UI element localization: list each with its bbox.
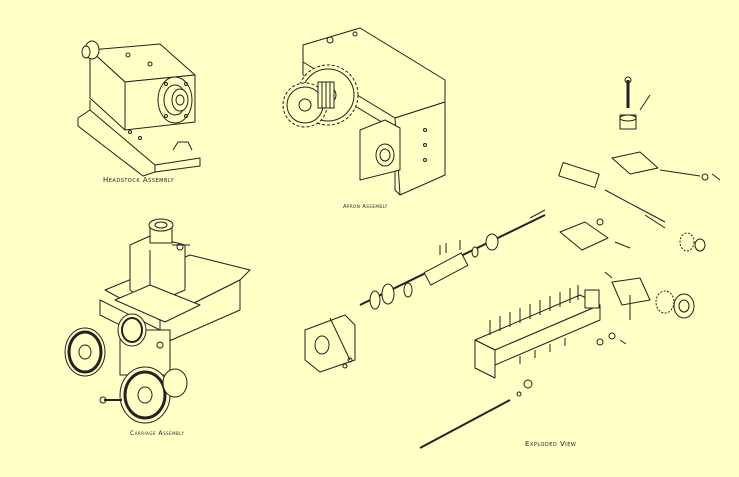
gear-icon: [679, 232, 706, 252]
apron-assembly-label: Apron Assembly: [343, 204, 388, 210]
exploded-view: [304, 76, 721, 449]
carriage-assembly-label: Carriage Assembly: [130, 430, 185, 437]
handwheel-icon: [64, 327, 106, 377]
gear-icon: [655, 290, 695, 319]
headstock-assembly: [77, 40, 201, 177]
handwheel-icon: [119, 366, 171, 424]
exploded-view-label: Exploded View: [525, 440, 577, 448]
apron-assembly: [282, 27, 446, 196]
headstock-assembly-label: Headstock Assembly: [103, 176, 175, 184]
gear-icon: [282, 82, 328, 128]
carriage-assembly: [64, 218, 251, 424]
handwheel-icon: [117, 313, 147, 347]
